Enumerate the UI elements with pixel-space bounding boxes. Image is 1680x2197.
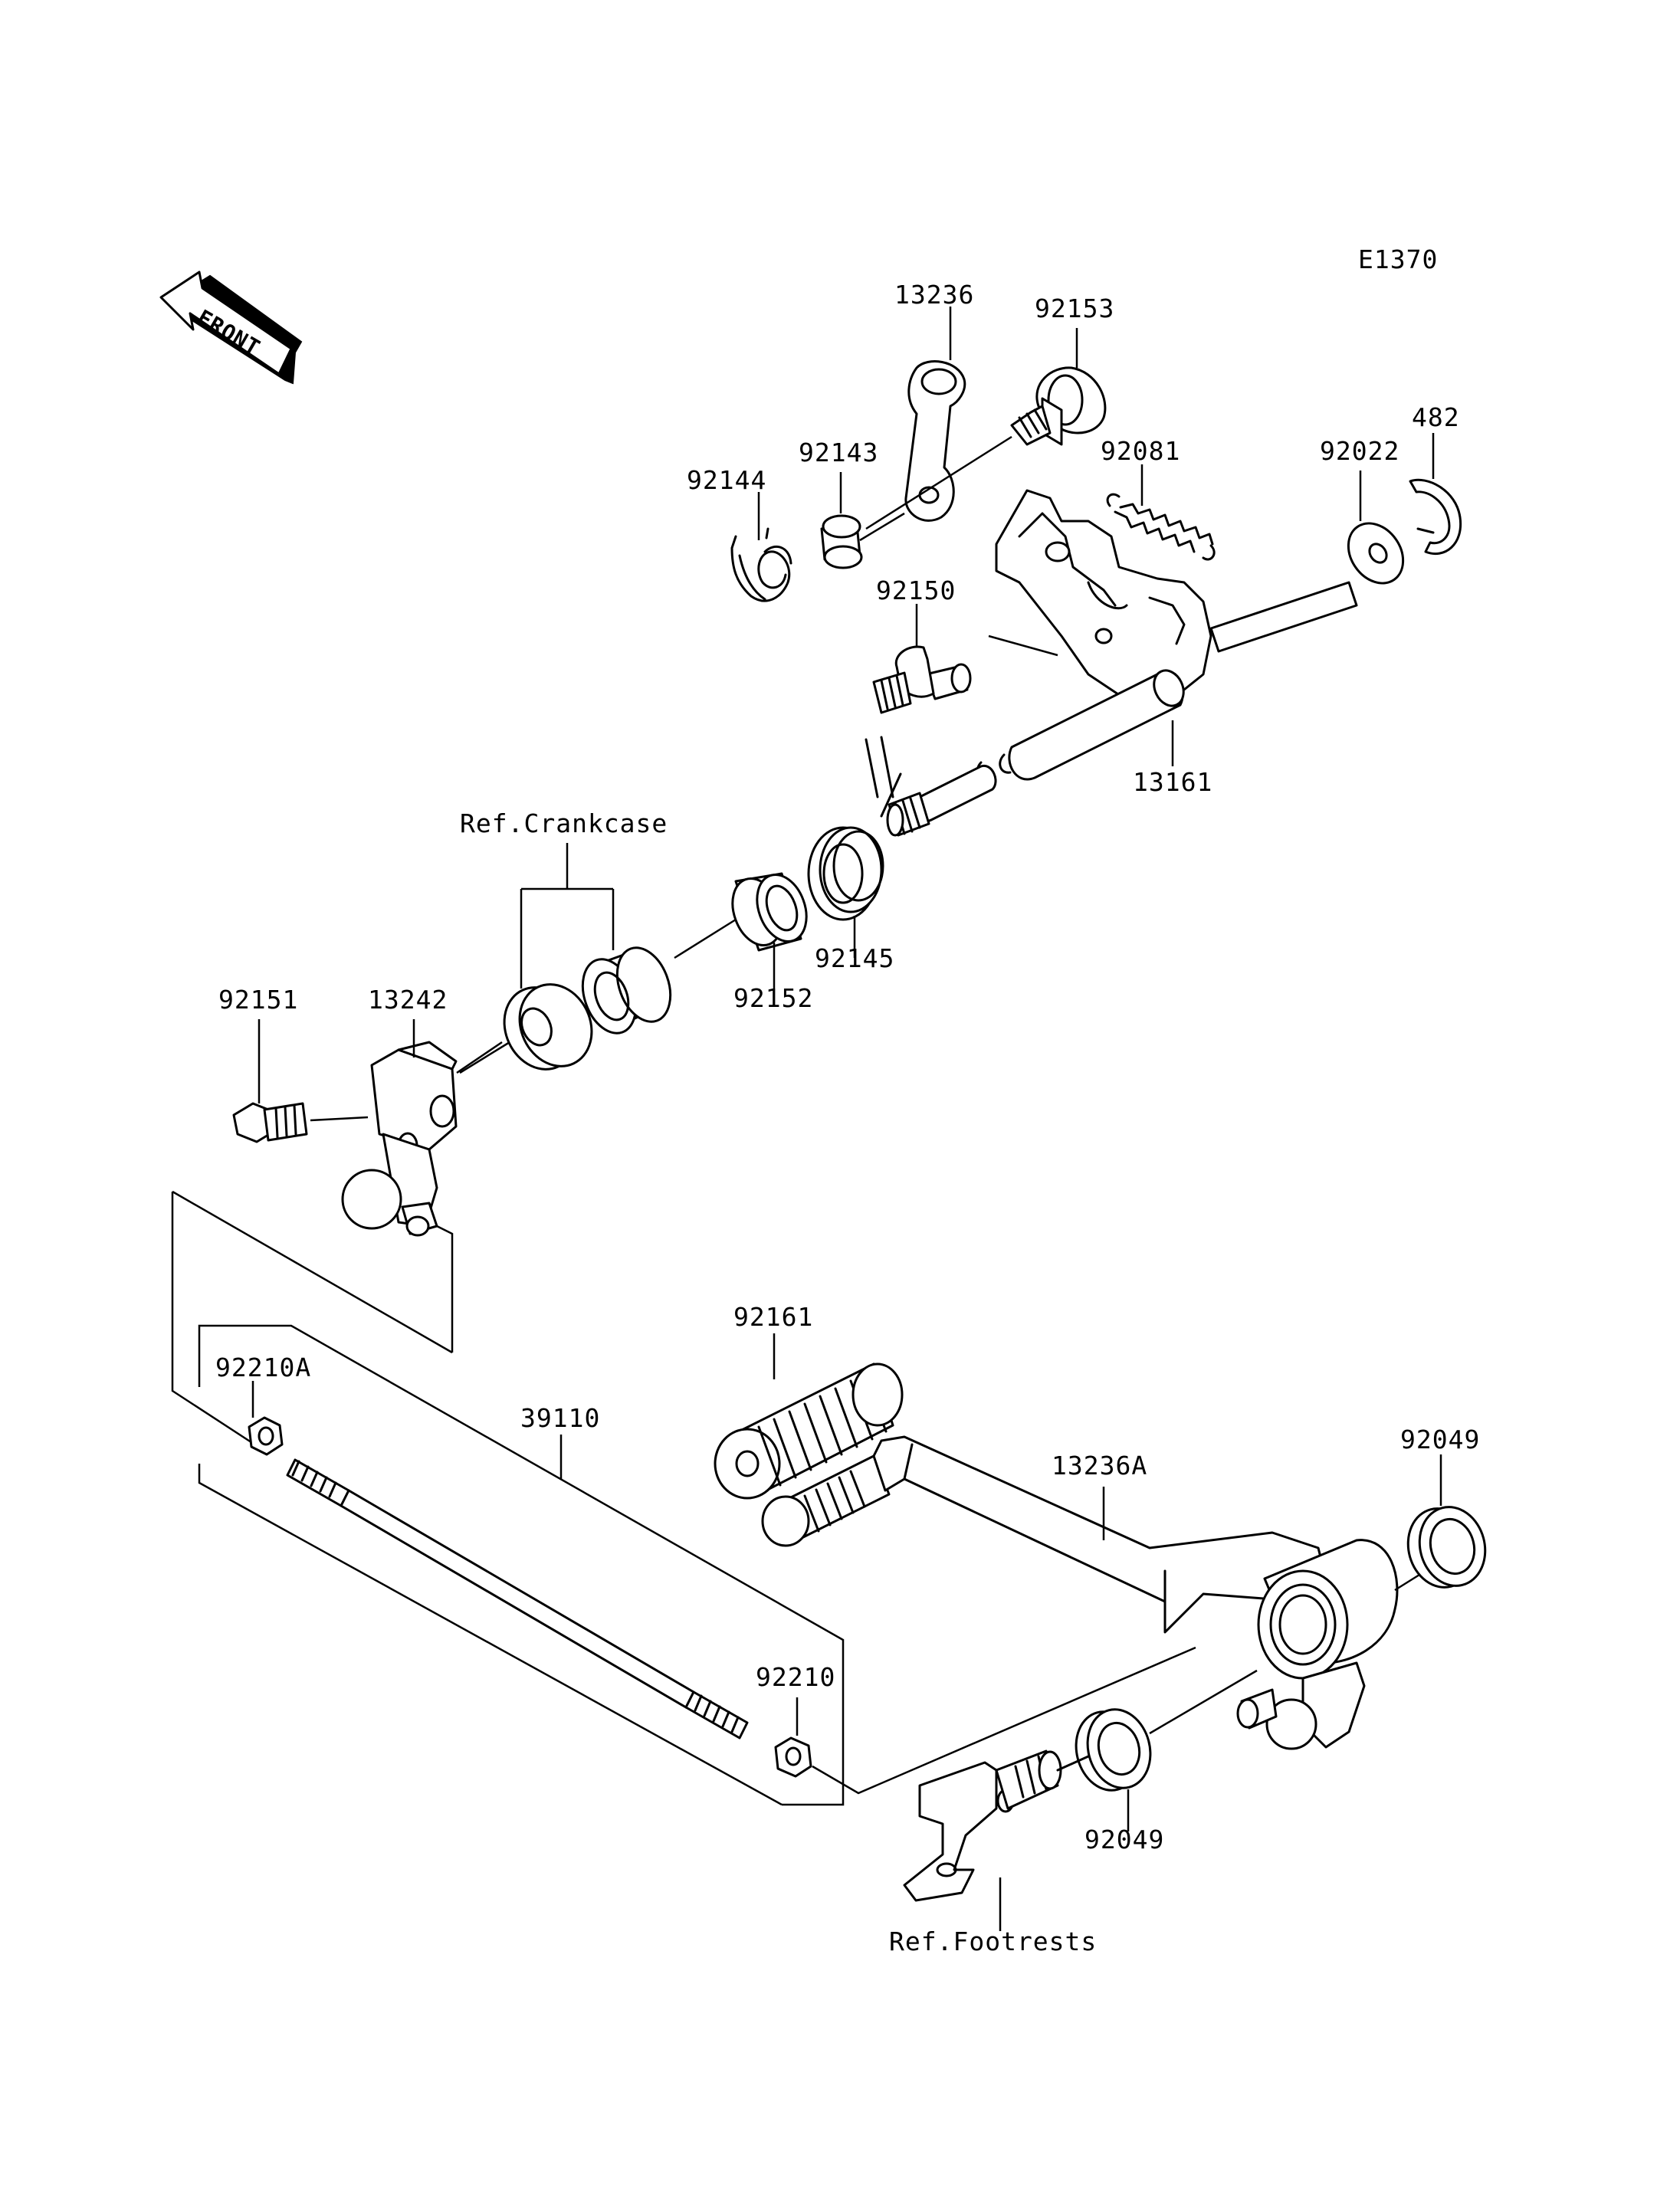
part-92161-rubber xyxy=(714,1362,904,1500)
label-92049-top: 92049 xyxy=(1400,1425,1480,1454)
label-92022: 92022 xyxy=(1320,436,1399,466)
part-13236-arm xyxy=(904,360,966,522)
part-92210-nut xyxy=(774,1736,812,1778)
label-13236A: 13236A xyxy=(1052,1451,1147,1481)
part-13242-shift-lever xyxy=(341,1041,458,1237)
label-92210A: 92210A xyxy=(215,1353,311,1382)
part-482-circlip xyxy=(1409,478,1462,556)
label-39110: 39110 xyxy=(520,1403,600,1433)
leader-92150-axis xyxy=(988,635,1058,657)
part-crankcase-seal xyxy=(503,983,593,1071)
part-92143-collar xyxy=(820,514,863,569)
part-92144-spring xyxy=(730,527,792,602)
label-92152: 92152 xyxy=(733,983,813,1013)
bracket-rod-bottom xyxy=(198,1464,783,1806)
part-92049-seal-bottom xyxy=(1075,1708,1152,1792)
label-ref-footrests: Ref.Footrests xyxy=(889,1926,1097,1956)
leader-92151-axis xyxy=(310,1116,369,1122)
front-arrow-icon: FRONT xyxy=(159,271,303,385)
leader-92153-axis xyxy=(865,435,1012,530)
part-92145-return-spring xyxy=(807,736,902,921)
part-92210A-nut xyxy=(248,1416,284,1456)
part-39110-tie-rod xyxy=(286,1458,749,1740)
leader-92049-bottom-axis xyxy=(1149,1669,1258,1735)
diagram-id: E1370 xyxy=(1358,244,1438,274)
label-92150: 92150 xyxy=(876,575,956,605)
label-92144: 92144 xyxy=(687,465,766,495)
bracket-linkage-right xyxy=(436,1225,454,1353)
part-92150-pin xyxy=(872,645,972,714)
part-92153-bolt xyxy=(1010,366,1107,446)
leader-crankcase-bracket xyxy=(520,843,615,989)
part-footrest-joint xyxy=(903,1749,1090,1902)
label-92143: 92143 xyxy=(799,438,878,467)
label-13236: 13236 xyxy=(894,280,974,310)
label-92049-bottom: 92049 xyxy=(1084,1825,1164,1854)
leader-92143-axis xyxy=(859,512,905,542)
label-92081: 92081 xyxy=(1101,436,1180,466)
bracket-rod-top xyxy=(198,1324,845,1806)
part-13161-shift-shaft xyxy=(886,489,1358,837)
leader-crankcase-axis xyxy=(459,1041,510,1074)
label-13161: 13161 xyxy=(1133,767,1212,797)
part-92049-seal-top xyxy=(1406,1506,1487,1589)
bracket-linkage-left xyxy=(171,1192,261,1450)
part-13236A-shift-pedal xyxy=(761,1435,1399,1750)
label-13242: 13242 xyxy=(368,985,448,1015)
label-92153: 92153 xyxy=(1035,293,1114,323)
label-ref-crankcase: Ref.Crankcase xyxy=(460,808,668,838)
leader-92210-axis xyxy=(812,1646,1196,1795)
part-92151-bolt xyxy=(232,1102,308,1143)
part-crankcase-bearing xyxy=(581,946,672,1035)
label-92210: 92210 xyxy=(756,1662,835,1692)
label-92151: 92151 xyxy=(218,985,298,1015)
label-482: 482 xyxy=(1412,402,1460,432)
part-92081-spring xyxy=(1106,493,1216,561)
label-92161: 92161 xyxy=(733,1302,813,1332)
bracket-linkage-top xyxy=(172,1190,453,1354)
leader-13242-axis xyxy=(456,1041,503,1074)
part-92152-collar xyxy=(731,872,808,952)
part-92022-washer xyxy=(1347,522,1405,585)
label-92145: 92145 xyxy=(815,943,894,973)
leader-92152-axis xyxy=(674,918,737,959)
